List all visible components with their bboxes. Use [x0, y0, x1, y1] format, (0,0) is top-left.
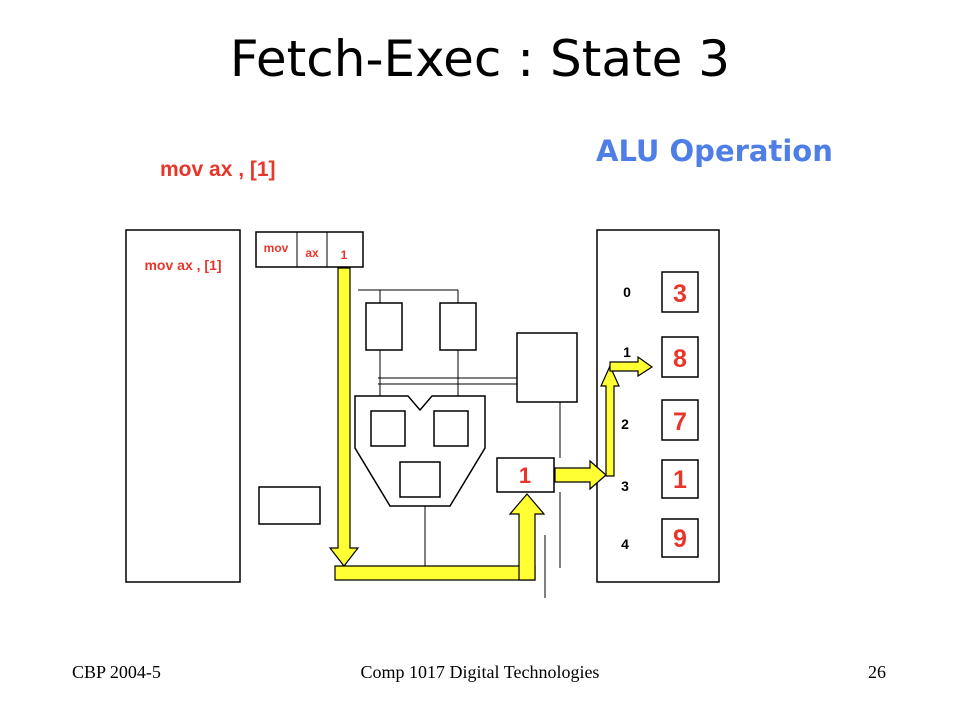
instruction-heading: mov ax , [1] [160, 158, 276, 181]
register-a [365, 302, 403, 351]
mem-address: 1 [623, 344, 631, 360]
bus-arrow-right [554, 459, 607, 491]
mem-value: 3 [673, 280, 687, 308]
register-b [439, 302, 477, 351]
mem-address: 0 [623, 284, 631, 300]
mem-value: 8 [673, 345, 687, 373]
mem-address: 3 [621, 478, 629, 494]
slide-title: Fetch-Exec : State 3 [229, 30, 731, 88]
status-register [258, 486, 321, 525]
alu-output [399, 461, 441, 498]
alu-input-a [370, 410, 406, 447]
bus-arrow-address [600, 364, 620, 477]
memory-box [596, 229, 720, 583]
slide-subtitle: ALU Operation [596, 134, 833, 168]
bus-arrow-select [609, 355, 654, 378]
memory-addresses: 0 1 2 3 4 [621, 284, 631, 552]
footer-course-title: Comp 1017 Digital Technologies [360, 662, 600, 682]
control-unit [516, 332, 578, 403]
mem-value: 1 [673, 466, 687, 494]
bus-segment-bottom [334, 565, 536, 581]
ir-addr: 1 [341, 248, 348, 262]
bus-arrow-up [508, 493, 546, 581]
program-box [125, 229, 241, 583]
ir-reg: ax [305, 246, 319, 260]
mem-value: 9 [673, 525, 687, 553]
footer-page-number: 26 [868, 662, 886, 682]
instruction-register [255, 231, 364, 268]
bus-arrow-down [328, 267, 360, 567]
memory-cells: 3 8 7 1 9 [661, 271, 699, 558]
mem-address: 4 [621, 536, 629, 552]
address-register-value: 1 [519, 463, 531, 488]
data-bus [328, 267, 654, 581]
mem-address: 2 [621, 416, 629, 432]
alu-input-b [433, 410, 469, 447]
ir-op: mov [264, 241, 289, 255]
address-register [496, 457, 555, 493]
footer-course-code: CBP 2004-5 [72, 662, 161, 682]
mem-value: 7 [673, 408, 687, 436]
program-label: mov ax , [1] [144, 257, 221, 273]
